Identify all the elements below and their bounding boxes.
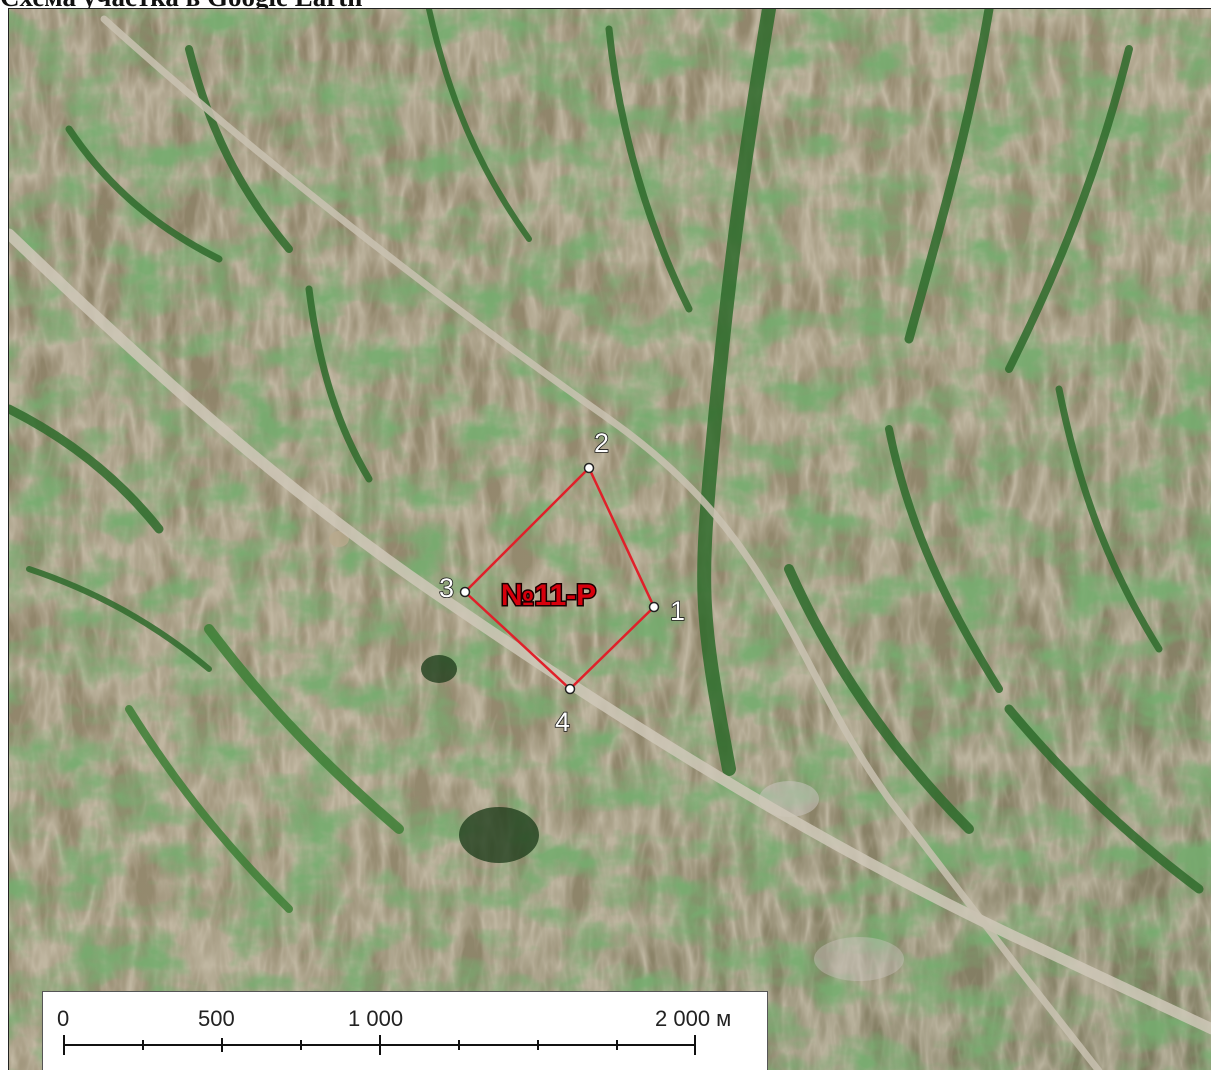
point-label-4: 4 xyxy=(555,707,570,737)
corner-points: 1 2 3 4 xyxy=(438,427,686,738)
terrain-vegetation-texture xyxy=(9,9,1211,1070)
scale-label-1000: 1 000 xyxy=(348,1006,404,1031)
drainage-channels xyxy=(9,9,1204,913)
caption: Схема участка в Google Earth xyxy=(0,0,1211,8)
scale-label-0: 0 xyxy=(57,1006,70,1031)
scale-ruler xyxy=(63,1035,696,1055)
scale-bar: 0 500 1 000 2 000 м xyxy=(42,991,768,1070)
scale-label-500: 500 xyxy=(198,1006,235,1031)
corner-point-2[interactable] xyxy=(583,462,595,474)
corner-point-1[interactable] xyxy=(648,601,660,613)
corner-point-4[interactable] xyxy=(564,683,576,695)
corner-point-3[interactable] xyxy=(459,586,471,598)
satellite-map[interactable]: 1 2 3 4 №11-Р xyxy=(9,9,1211,1070)
point-label-3: 3 xyxy=(439,573,454,603)
map-frame[interactable]: 1 2 3 4 №11-Р 0 500 1 000 2 000 м xyxy=(8,8,1211,1070)
point-label-1: 1 xyxy=(670,596,685,626)
point-label-2: 2 xyxy=(594,428,609,458)
roads xyxy=(9,15,1211,1070)
road-south xyxy=(9,228,1211,1035)
tree-clusters xyxy=(329,531,904,981)
scale-label-2000: 2 000 м xyxy=(655,1006,732,1031)
road-north xyxy=(100,15,1103,1070)
site-label: №11-Р xyxy=(501,579,596,612)
